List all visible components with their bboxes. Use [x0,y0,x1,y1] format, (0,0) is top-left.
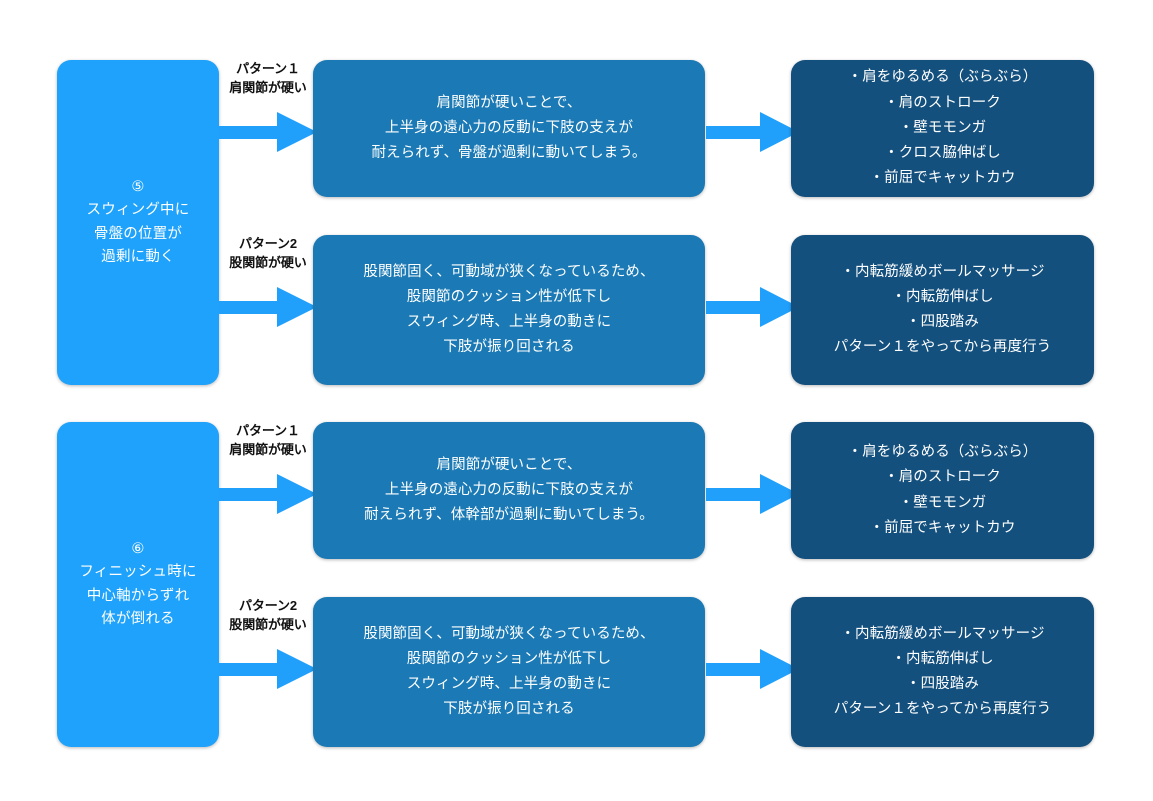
detail-line: スウィング時、上半身の動きに [406,314,612,330]
pattern-row-2-1: パターン１ 肩関節が硬い 肩関節が硬いことで、 上半身の遠心力の反動に下肢の支え… [0,422,1153,572]
arrow-shaft [706,126,764,139]
detail-line: 上半身の遠心力の反動に下肢の支えが [384,481,634,498]
detail-box-2-1[interactable]: 肩関節が硬いことで、 上半身の遠心力の反動に下肢の支えが 耐えられず、体幹部が過… [313,422,705,559]
remedy-line: ・壁モモンガ [898,119,987,136]
arrow-cause-to-detail-icon [219,649,317,689]
remedy-box-1-1[interactable]: ・肩をゆるめる（ぶらぶら） ・肩のストローク ・壁モモンガ ・クロス脇伸ばし ・… [791,60,1094,197]
arrow-label-condition: 股関節が硬い [229,254,307,270]
remedy-box-1-2[interactable]: ・内転筋緩めボールマッサージ ・内転筋伸ばし ・四股踏み パターン１をやってから… [791,235,1094,385]
detail-text-1-2: 股関節固く、可動域が狭くなっているため、 股関節のクッション性が低下し スウィン… [363,260,654,361]
detail-line: 股関節のクッション性が低下し [406,650,612,667]
remedy-line: ・四股踏み [906,314,979,330]
remedy-line: ・クロス脇伸ばし [884,145,1001,162]
detail-line: 股関節固く、可動域が狭くなっているため、 [363,625,655,642]
detail-text-2-2: 股関節固く、可動域が狭くなっているため、 股関節のクッション性が低下し スウィン… [363,622,654,723]
cause-line: フィニッシュ時に [79,564,197,581]
cause-text-2: ⑥ フィニッシュ時に 中心軸からずれ 体が倒れる [79,538,196,632]
remedy-line: ・肩をゆるめる（ぶらぶら） [847,444,1038,461]
arrow-shaft [219,488,281,501]
remedy-line: ・肩のストローク [884,469,1001,486]
remedy-line: パターン１をやってから再度行う [833,701,1052,718]
arrow-cause-to-detail-icon [219,287,317,327]
arrow-shaft [706,301,764,314]
detail-line: 下肢が振り回される [443,339,575,356]
remedy-line: ・内転筋伸ばし [891,288,994,305]
arrow-label-pattern: パターン１ [236,61,300,76]
arrow-label-pattern-1-1: パターン１ 肩関節が硬い [216,60,320,98]
arrow-detail-to-remedy-icon [706,474,799,514]
remedy-line: ・肩をゆるめる（ぶらぶら） [847,69,1038,86]
arrow-head [277,649,317,689]
remedy-box-2-1[interactable]: ・肩をゆるめる（ぶらぶら） ・肩のストローク ・壁モモンガ ・前屈でキャットカウ [791,422,1094,559]
arrow-label-pattern-1-2: パターン2 股関節が硬い [216,235,320,273]
remedy-text-2-2: ・内転筋緩めボールマッサージ ・内転筋伸ばし ・四股踏み パターン１をやってから… [834,622,1052,723]
arrow-label-condition: 肩関節が硬い [229,79,307,95]
arrow-detail-to-remedy-icon [706,649,799,689]
remedy-line: ・肩のストローク [884,94,1001,111]
arrow-label-condition: 股関節が硬い [229,616,307,632]
detail-line: 耐えられず、体幹部が過剰に動いてしまう。 [364,507,654,524]
diagram-group-1: ⑤ スウィング中に 骨盤の位置が 過剰に動く パターン１ 肩関節が硬い 肩関節が… [0,0,1153,400]
arrow-head [277,474,317,514]
detail-line: 上半身の遠心力の反動に下肢の支えが [384,119,634,136]
detail-line: 肩関節が硬いことで、 [436,94,582,111]
arrow-label-pattern-2-1: パターン１ 肩関節が硬い [216,422,320,460]
remedy-text-2-1: ・肩をゆるめる（ぶらぶら） ・肩のストローク ・壁モモンガ ・前屈でキャットカウ [848,440,1038,541]
pattern-row-1-2: パターン2 股関節が硬い 股関節固く、可動域が狭くなっているため、 股関節のクッ… [0,235,1153,385]
remedy-line: ・内転筋緩めボールマッサージ [840,263,1045,280]
arrow-detail-to-remedy-icon [706,287,799,327]
remedy-line: パターン１をやってから再度行う [833,339,1052,356]
cause-box-2[interactable]: ⑥ フィニッシュ時に 中心軸からずれ 体が倒れる [57,422,219,747]
remedy-text-1-1: ・肩をゆるめる（ぶらぶら） ・肩のストローク ・壁モモンガ ・クロス脇伸ばし ・… [848,65,1038,191]
cause-line: 過剰に動く [101,248,175,265]
detail-box-2-2[interactable]: 股関節固く、可動域が狭くなっているため、 股関節のクッション性が低下し スウィン… [313,597,705,747]
arrow-shaft [219,126,281,139]
remedy-text-1-2: ・内転筋緩めボールマッサージ ・内転筋伸ばし ・四股踏み パターン１をやってから… [834,260,1052,361]
detail-line: 下肢が振り回される [443,701,575,718]
cause-line: スウィング中に [86,202,190,219]
arrow-head [277,112,317,152]
arrow-label-pattern: パターン2 [238,598,298,613]
cause-box-1[interactable]: ⑤ スウィング中に 骨盤の位置が 過剰に動く [57,60,219,385]
cause-line: 体が倒れる [101,610,175,627]
remedy-line: ・内転筋緩めボールマッサージ [840,625,1045,642]
arrow-shaft [219,301,281,314]
remedy-box-2-2[interactable]: ・内転筋緩めボールマッサージ ・内転筋伸ばし ・四股踏み パターン１をやってから… [791,597,1094,747]
arrow-shaft [706,663,764,676]
detail-line: スウィング時、上半身の動きに [406,676,612,692]
arrow-shaft [219,663,281,676]
detail-text-1-1: 肩関節が硬いことで、 上半身の遠心力の反動に下肢の支えが 耐えられず、骨盤が過剰… [371,91,646,167]
remedy-line: ・内転筋伸ばし [891,650,994,667]
pattern-row-1-1: パターン１ 肩関節が硬い 肩関節が硬いことで、 上半身の遠心力の反動に下肢の支え… [0,60,1153,210]
detail-text-2-1: 肩関節が硬いことで、 上半身の遠心力の反動に下肢の支えが 耐えられず、体幹部が過… [364,453,654,529]
remedy-line: ・四股踏み [906,676,979,692]
detail-box-1-2[interactable]: 股関節固く、可動域が狭くなっているため、 股関節のクッション性が低下し スウィン… [313,235,705,385]
arrow-head [277,287,317,327]
detail-line: 肩関節が硬いことで、 [436,456,582,473]
arrow-cause-to-detail-icon [219,474,317,514]
arrow-label-condition: 肩関節が硬い [229,441,307,457]
remedy-line: ・前屈でキャットカウ [869,170,1016,187]
cause-number-1: ⑤ [131,178,145,195]
cause-line: 骨盤の位置が [93,225,183,242]
pattern-row-2-2: パターン2 股関節が硬い 股関節固く、可動域が狭くなっているため、 股関節のクッ… [0,597,1153,747]
arrow-shaft [706,488,764,501]
detail-line: 股関節固く、可動域が狭くなっているため、 [363,263,655,280]
arrow-cause-to-detail-icon [219,112,317,152]
remedy-line: ・前屈でキャットカウ [869,519,1016,536]
detail-box-1-1[interactable]: 肩関節が硬いことで、 上半身の遠心力の反動に下肢の支えが 耐えられず、骨盤が過剰… [313,60,705,197]
arrow-label-pattern: パターン１ [236,423,300,438]
cause-text-1: ⑤ スウィング中に 骨盤の位置が 過剰に動く [87,176,190,270]
arrow-label-pattern: パターン2 [238,236,298,251]
detail-line: 股関節のクッション性が低下し [406,288,612,305]
cause-number-2: ⑥ [131,540,145,557]
remedy-line: ・壁モモンガ [898,494,987,511]
detail-line: 耐えられず、骨盤が過剰に動いてしまう。 [371,145,647,162]
cause-line: 中心軸からずれ [86,587,190,604]
diagram-group-2: ⑥ フィニッシュ時に 中心軸からずれ 体が倒れる パターン１ 肩関節が硬い 肩関… [0,362,1153,762]
arrow-detail-to-remedy-icon [706,112,799,152]
arrow-label-pattern-2-2: パターン2 股関節が硬い [216,597,320,635]
